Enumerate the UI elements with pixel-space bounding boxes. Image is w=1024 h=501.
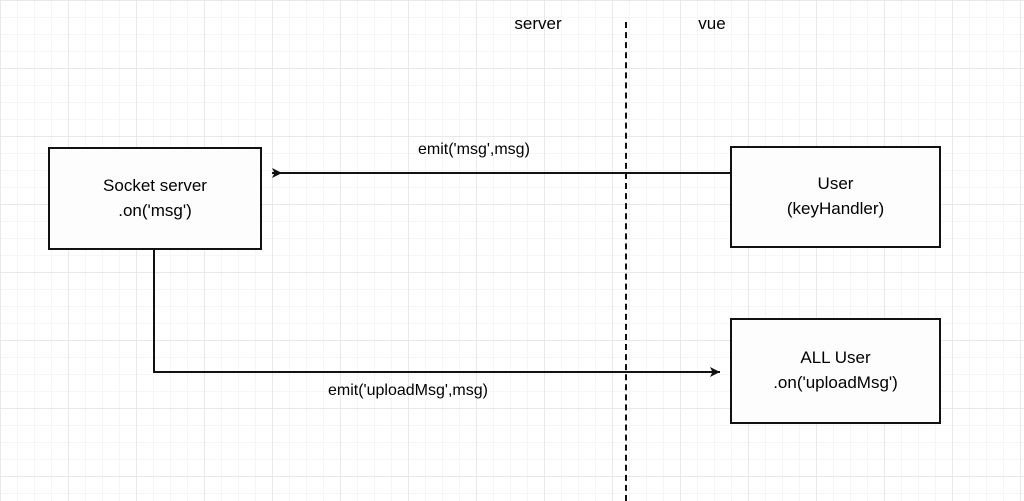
node-user-line1: User bbox=[817, 174, 854, 194]
lane-divider bbox=[625, 22, 627, 501]
node-user-line2: (keyHandler) bbox=[786, 199, 885, 218]
node-socket-server[interactable]: Socket server .on('msg') bbox=[48, 147, 262, 250]
lane-label-vue: vue bbox=[698, 14, 726, 33]
node-socket-server-line1: Socket server bbox=[103, 175, 207, 195]
edge-emit-uploadmsg bbox=[153, 250, 720, 377]
node-all-user-line2: .on('uploadMsg') bbox=[773, 373, 898, 392]
node-socket-server-line2: .on('msg') bbox=[118, 200, 192, 220]
node-all-user[interactable]: ALL User .on('uploadMsg') bbox=[730, 318, 941, 424]
node-user[interactable]: User (keyHandler) bbox=[730, 146, 941, 248]
edge-label-emit-msg: emit('msg',msg) bbox=[418, 141, 530, 158]
edge-label-emit-uploadmsg: emit('uploadMsg',msg) bbox=[328, 382, 488, 399]
lane-label-server: server bbox=[514, 14, 562, 33]
node-all-user-line1: ALL User bbox=[800, 348, 871, 368]
